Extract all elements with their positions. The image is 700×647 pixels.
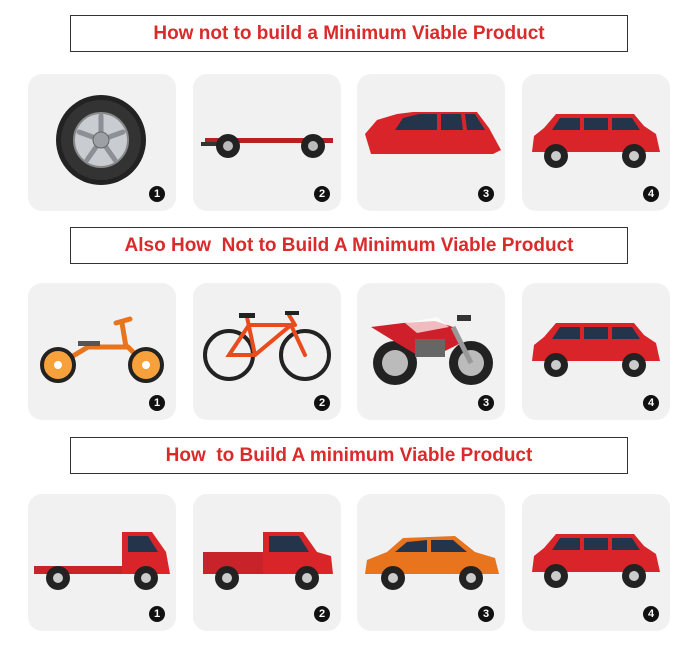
step-number-badge: 4 xyxy=(643,186,659,202)
row-1-title: How not to build a Minimum Viable Produc… xyxy=(70,15,628,52)
step-number-badge: 3 xyxy=(478,186,494,202)
step-number-badge: 4 xyxy=(643,606,659,622)
step-card: 1 xyxy=(28,74,176,211)
step-card: 2 xyxy=(193,494,341,631)
car-icon xyxy=(532,114,660,168)
pickup-truck-icon xyxy=(203,532,333,590)
sedan-icon xyxy=(365,536,499,590)
step-number-badge: 1 xyxy=(149,186,165,202)
step-card: 3 xyxy=(357,74,505,211)
step-card: 4 xyxy=(522,494,670,631)
step-card: 1 xyxy=(28,283,176,420)
step-card: 3 xyxy=(357,494,505,631)
car-icon xyxy=(532,534,660,588)
row-3-title: How to Build A minimum Viable Product xyxy=(70,437,628,474)
step-number-badge: 4 xyxy=(643,395,659,411)
chassis-icon xyxy=(201,134,333,158)
car-body-icon xyxy=(365,112,501,154)
step-number-badge: 2 xyxy=(314,606,330,622)
step-card: 4 xyxy=(522,283,670,420)
balance-bike-icon xyxy=(40,316,164,383)
tire-icon xyxy=(56,95,146,185)
step-card: 3 xyxy=(357,283,505,420)
step-card: 4 xyxy=(522,74,670,211)
step-number-badge: 2 xyxy=(314,186,330,202)
step-card: 2 xyxy=(193,74,341,211)
car-icon xyxy=(532,323,660,377)
step-card: 2 xyxy=(193,283,341,420)
flatbed-truck-icon xyxy=(34,532,170,590)
step-number-badge: 1 xyxy=(149,395,165,411)
step-number-badge: 2 xyxy=(314,395,330,411)
step-card: 1 xyxy=(28,494,176,631)
step-number-badge: 3 xyxy=(478,395,494,411)
motorcycle-icon xyxy=(371,315,493,385)
row-2-title: Also How Not to Build A Minimum Viable P… xyxy=(70,227,628,264)
step-number-badge: 1 xyxy=(149,606,165,622)
bicycle-icon xyxy=(203,311,331,381)
step-number-badge: 3 xyxy=(478,606,494,622)
